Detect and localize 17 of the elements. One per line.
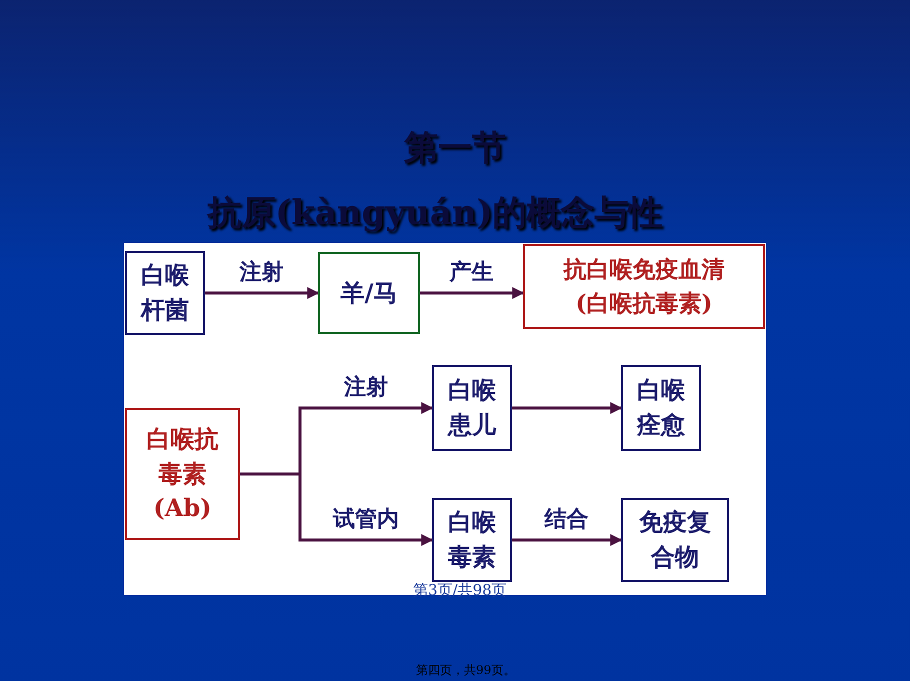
process-box: 免疫复合物 [621,498,729,582]
process-box: 羊/马 [318,252,420,334]
process-box: 白喉痊愈 [621,365,701,451]
process-box: 白喉毒素 [432,498,512,582]
arrow [240,472,434,546]
highlight-box: 白喉抗毒素(Ab) [125,408,240,540]
arrow [512,402,622,414]
page-footer: 第四页，共99页。 [416,662,516,679]
slide-subtitle: 抗原(kàngyuán)的概念与性 [206,192,664,235]
slide-title: 第一节 [403,127,507,170]
arrow [420,287,524,299]
page-number: 第3页/共98页 [413,581,507,600]
process-box: 白喉患儿 [432,365,512,451]
highlight-box: 抗白喉免疫血清 (白喉抗毒素) [523,244,765,329]
process-box: 白喉杆菌 [125,251,205,335]
arrow [205,287,320,299]
arrow [512,534,622,546]
